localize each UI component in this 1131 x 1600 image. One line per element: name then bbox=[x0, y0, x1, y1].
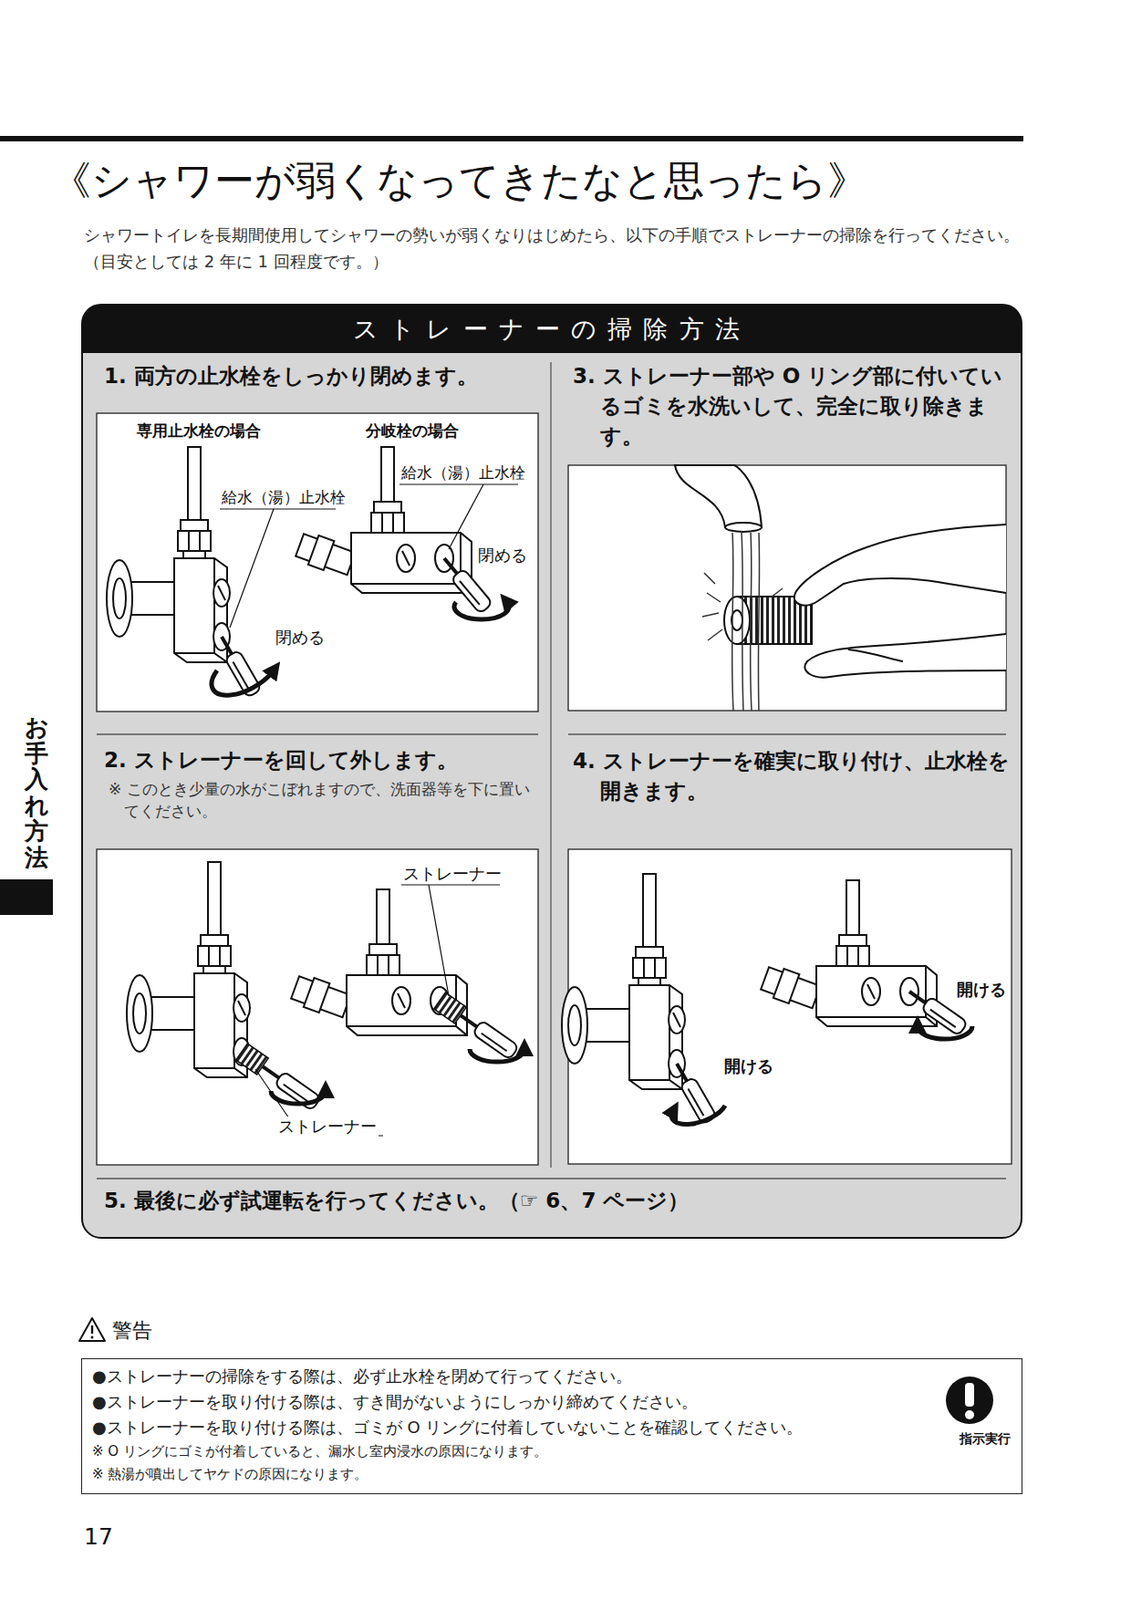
step-text: 1. 両方の止水栓をしっかり閉めます。 bbox=[103, 361, 540, 392]
step-text: 2. ストレーナーを回して外します。 bbox=[103, 745, 542, 776]
step-text: 5. 最後に必ず試運転を行ってください。（☞ 6、7 ページ） bbox=[103, 1185, 998, 1216]
part-label: 給水（湯）止水栓 bbox=[219, 487, 348, 507]
page-number: 17 bbox=[83, 1523, 114, 1551]
step-box: 4. ストレーナーを確実に取り付け、止水栓を開きます。 bbox=[572, 746, 1022, 807]
step-note: ※ このとき少量の水がこぼれますので、洗面器等を下に置いてください。 bbox=[103, 778, 542, 822]
action-label: 開ける bbox=[722, 1056, 776, 1077]
part-label: ストレーナー bbox=[401, 863, 504, 884]
warning-text: ※ O リングにゴミが付着していると、漏水し室内浸水の原因になります。 bbox=[92, 1440, 894, 1464]
part-label: 分岐栓の場合 bbox=[363, 421, 461, 440]
warning-text: ●ストレーナーを取り付ける際は、すき間がないようにしっかり締めてください。 bbox=[92, 1389, 894, 1415]
icon-caption: 指示実行 bbox=[952, 1430, 1018, 1447]
part-label: 給水（湯）止水栓 bbox=[399, 463, 528, 482]
warning-text: ●ストレーナーを取り付ける際は、ゴミが O リングに付着していないことを確認して… bbox=[92, 1414, 894, 1441]
action-label: 開ける bbox=[954, 979, 1008, 1000]
step-box: 2. ストレーナーを回して外します。※ このとき少量の水がこぼれますので、洗面器… bbox=[103, 745, 542, 822]
warning-heading: 警告 bbox=[112, 1317, 153, 1345]
panel-header: ストレーナーの掃除方法 bbox=[82, 304, 1022, 353]
action-label: 閉める bbox=[476, 545, 530, 566]
page-title: 《シャワーが弱くなってきたなと思ったら》 bbox=[51, 155, 868, 207]
warning-box: 警告●ストレーナーの掃除をする際は、必ず止水栓を閉めて行ってください。●ストレー… bbox=[81, 1358, 1023, 1495]
step-box: 1. 両方の止水栓をしっかり閉めます。 bbox=[103, 361, 540, 392]
section-tab: お手入れ方法 bbox=[24, 714, 49, 872]
warning-text: ※ 熱湯が噴出してヤケドの原因になります。 bbox=[92, 1463, 894, 1486]
warning-text: ●ストレーナーの掃除をする際は、必ず止水栓を閉めて行ってください。 bbox=[92, 1363, 894, 1390]
step-text: 4. ストレーナーを確実に取り付け、止水栓を開きます。 bbox=[572, 746, 1022, 807]
action-label: 閉める bbox=[273, 627, 327, 648]
step-box: 5. 最後に必ず試運転を行ってください。（☞ 6、7 ページ） bbox=[103, 1185, 998, 1216]
step-box: 3. ストレーナー部や O リング部に付いているゴミを水洗いして、完全に取り除き… bbox=[572, 361, 1009, 452]
step-text: 3. ストレーナー部や O リング部に付いているゴミを水洗いして、完全に取り除き… bbox=[572, 361, 1009, 452]
part-label: ストレーナー bbox=[276, 1116, 379, 1137]
intro-text: シャワートイレを長期間使用してシャワーの勢いが弱くなりはじめたら、以下の手順でス… bbox=[83, 221, 1024, 275]
part-label: 専用止水栓の場合 bbox=[134, 421, 263, 440]
